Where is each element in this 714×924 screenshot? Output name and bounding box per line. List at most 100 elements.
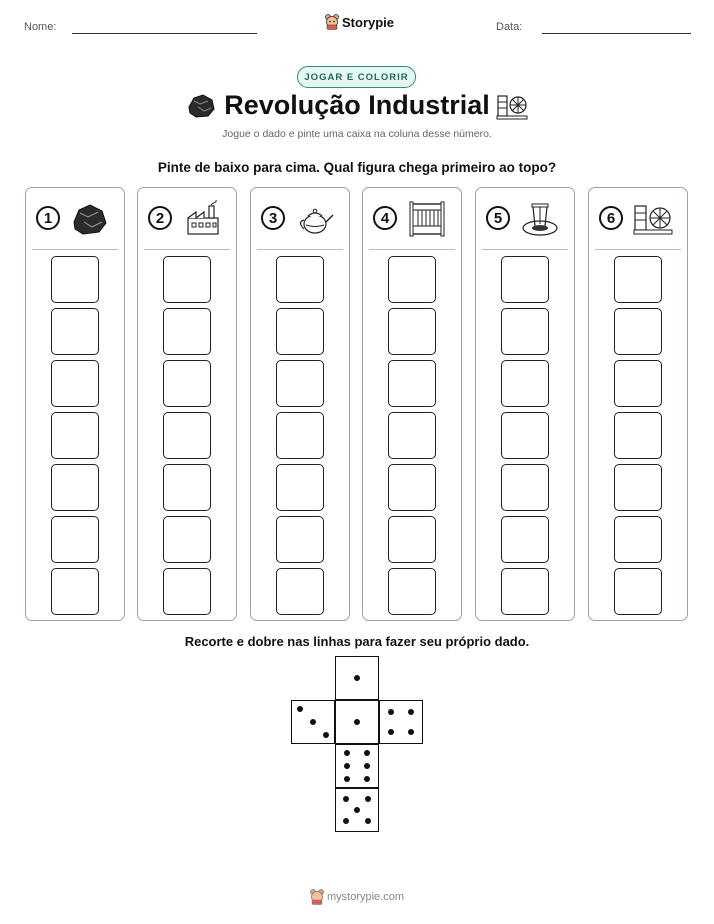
storypie-logo: Storypie — [325, 14, 394, 30]
column-2: 2 — [137, 187, 237, 621]
color-box[interactable] — [51, 308, 99, 355]
die-pip — [343, 796, 349, 802]
color-box[interactable] — [276, 516, 324, 563]
die-face-4 — [379, 700, 423, 744]
storypie-bear-icon — [325, 14, 339, 30]
color-box[interactable] — [388, 568, 436, 615]
color-box[interactable] — [501, 256, 549, 303]
color-box[interactable] — [388, 256, 436, 303]
column-number-badge: 3 — [261, 206, 285, 230]
footer: mystorypie.com — [0, 889, 714, 905]
steam-engine-icon — [496, 95, 528, 120]
die-pip — [408, 708, 415, 715]
color-box[interactable] — [614, 464, 662, 511]
color-box[interactable] — [501, 360, 549, 407]
column-divider — [482, 249, 568, 250]
color-box[interactable] — [163, 360, 211, 407]
die-pip — [365, 818, 371, 824]
color-box[interactable] — [614, 256, 662, 303]
date-line[interactable] — [542, 33, 691, 34]
die-pip — [343, 749, 350, 756]
color-box[interactable] — [501, 412, 549, 459]
column-divider — [144, 249, 230, 250]
page-title: Revolução Industrial — [224, 90, 490, 120]
storypie-bear-icon — [310, 889, 324, 905]
die-pip — [364, 776, 371, 783]
color-box[interactable] — [51, 568, 99, 615]
color-box[interactable] — [614, 516, 662, 563]
column-4: 4 — [362, 187, 462, 621]
die-face-1 — [335, 700, 379, 744]
color-box[interactable] — [276, 308, 324, 355]
column-3: 3 — [250, 187, 350, 621]
die-pip — [343, 818, 349, 824]
color-box[interactable] — [51, 360, 99, 407]
die-face-5 — [335, 788, 379, 832]
color-box[interactable] — [614, 412, 662, 459]
die-face-1 — [335, 656, 379, 700]
color-box[interactable] — [388, 412, 436, 459]
color-box[interactable] — [614, 568, 662, 615]
die-pip — [296, 705, 303, 712]
column-number-badge: 2 — [148, 206, 172, 230]
color-box[interactable] — [51, 412, 99, 459]
die-pip — [354, 807, 360, 813]
mine-shaft-icon — [522, 203, 558, 236]
die-pip — [365, 796, 371, 802]
color-box[interactable] — [501, 516, 549, 563]
die-pip — [387, 708, 394, 715]
date-label: Data: — [496, 21, 523, 33]
color-box[interactable] — [501, 568, 549, 615]
color-box[interactable] — [614, 308, 662, 355]
die-pip — [354, 719, 360, 725]
loom-icon — [409, 201, 445, 237]
die-pip — [354, 675, 360, 681]
column-number-badge: 1 — [36, 206, 60, 230]
color-box[interactable] — [614, 360, 662, 407]
color-box[interactable] — [163, 568, 211, 615]
column-5: 5 — [475, 187, 575, 621]
die-pip — [364, 749, 371, 756]
column-1: 1 — [25, 187, 125, 621]
footer-url: mystorypie.com — [326, 890, 405, 903]
column-divider — [595, 249, 681, 250]
die-pip — [343, 763, 350, 769]
color-box[interactable] — [501, 464, 549, 511]
name-line[interactable] — [72, 33, 257, 34]
color-box[interactable] — [51, 516, 99, 563]
die-face-6 — [335, 744, 379, 788]
dice-instruction: Recorte e dobre nas linhas para fazer se… — [184, 634, 530, 649]
die-pip — [310, 719, 316, 725]
die-pip — [323, 732, 330, 739]
column-number-badge: 4 — [373, 206, 397, 230]
color-box[interactable] — [388, 360, 436, 407]
color-box[interactable] — [388, 464, 436, 511]
color-box[interactable] — [51, 464, 99, 511]
steam-engine-icon — [633, 205, 673, 235]
color-box[interactable] — [276, 412, 324, 459]
color-box[interactable] — [276, 360, 324, 407]
column-6: 6 — [588, 187, 688, 621]
color-box[interactable] — [276, 256, 324, 303]
column-divider — [32, 249, 118, 250]
color-box[interactable] — [163, 464, 211, 511]
page-subtitle: Jogue o dado e pinte uma caixa na coluna… — [222, 128, 492, 140]
color-box[interactable] — [163, 412, 211, 459]
color-box[interactable] — [163, 256, 211, 303]
color-box[interactable] — [501, 308, 549, 355]
color-box[interactable] — [388, 308, 436, 355]
color-box[interactable] — [276, 464, 324, 511]
color-box[interactable] — [163, 308, 211, 355]
color-box[interactable] — [276, 568, 324, 615]
die-pip — [387, 729, 394, 736]
color-box[interactable] — [163, 516, 211, 563]
die-face-3 — [291, 700, 335, 744]
play-and-color-badge: JOGAR E COLORIR — [297, 66, 416, 88]
die-pip — [408, 729, 415, 736]
color-box[interactable] — [388, 516, 436, 563]
die-pip — [343, 776, 350, 783]
die-pip — [364, 763, 371, 769]
logo-text: Storypie — [342, 14, 395, 30]
color-box[interactable] — [51, 256, 99, 303]
coal-icon — [73, 204, 107, 235]
